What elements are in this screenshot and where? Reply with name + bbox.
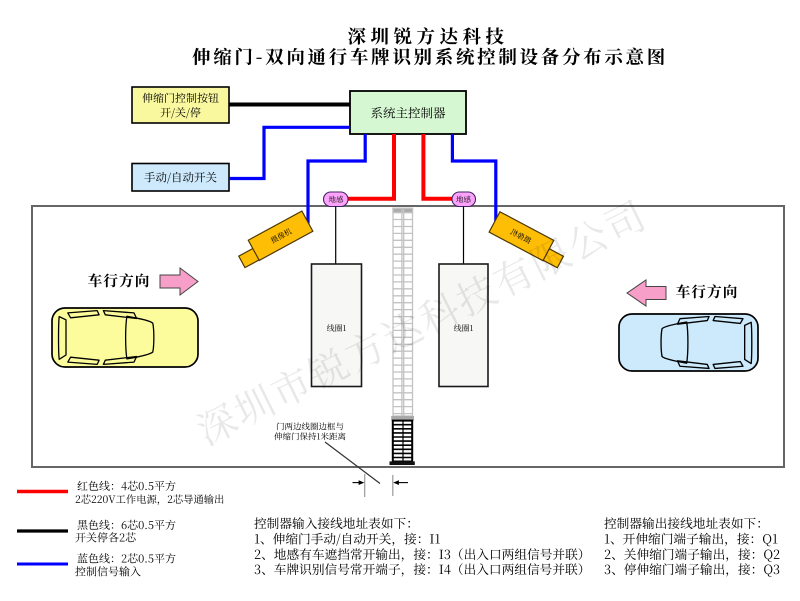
svg-text:地感: 地感	[456, 194, 471, 205]
svg-text:控制器输出接线地址表如下：: 控制器输出接线地址表如下：	[604, 513, 769, 532]
svg-text:门两边线圈边框与: 门两边线圈边框与	[276, 421, 344, 433]
svg-text:黑色线：6芯0.5平方: 黑色线：6芯0.5平方	[77, 517, 176, 533]
svg-text:线圈1: 线圈1	[327, 323, 347, 334]
svg-text:深圳锐方达科技: 深圳锐方达科技	[347, 23, 508, 49]
svg-text:控制器输入接线地址表如下：: 控制器输入接线地址表如下：	[254, 513, 419, 532]
svg-text:开/关/停: 开/关/停	[160, 105, 201, 121]
svg-text:线圈1: 线圈1	[454, 323, 474, 334]
svg-text:车行方向: 车行方向	[676, 281, 739, 302]
svg-text:1、伸缩门手动/自动开关，接：I1: 1、伸缩门手动/自动开关，接：I1	[254, 529, 441, 548]
svg-text:2芯220V工作电源，2芯导通输出: 2芯220V工作电源，2芯导通输出	[75, 491, 224, 506]
svg-text:伸缩门控制按钮: 伸缩门控制按钮	[142, 90, 219, 106]
svg-text:红色线：4芯0.5平方: 红色线：4芯0.5平方	[77, 478, 176, 494]
svg-text:开关停各2芯: 开关停各2芯	[75, 530, 136, 546]
svg-text:控制信号输入: 控制信号输入	[75, 564, 141, 580]
svg-text:伸缩门-双向通行车牌识别系统控制设备分布示意图: 伸缩门-双向通行车牌识别系统控制设备分布示意图	[192, 44, 668, 70]
svg-text:伸缩门保持1米距离: 伸缩门保持1米距离	[274, 431, 347, 443]
svg-text:2、地感有车遮挡常开输出，接：I3（出入口两组信号并联）: 2、地感有车遮挡常开输出，接：I3（出入口两组信号并联）	[254, 544, 590, 563]
svg-text:3、停伸缩门端子输出，接：Q3: 3、停伸缩门端子输出，接：Q3	[604, 559, 780, 578]
svg-text:手动/自动开关: 手动/自动开关	[144, 170, 218, 186]
svg-text:2、关伸缩门端子输出，接：Q2: 2、关伸缩门端子输出，接：Q2	[604, 544, 780, 563]
svg-text:1、开伸缩门端子输出，接：Q1: 1、开伸缩门端子输出，接：Q1	[604, 529, 778, 548]
svg-text:系统主控制器: 系统主控制器	[370, 104, 446, 122]
svg-text:车行方向: 车行方向	[88, 270, 151, 291]
svg-text:蓝色线：2芯0.5平方: 蓝色线：2芯0.5平方	[77, 551, 176, 567]
svg-text:3、车牌识别信号常开端子，接：I4（出入口两组信号并联）: 3、车牌识别信号常开端子，接：I4（出入口两组信号并联）	[254, 559, 590, 578]
svg-text:地感: 地感	[329, 194, 344, 205]
